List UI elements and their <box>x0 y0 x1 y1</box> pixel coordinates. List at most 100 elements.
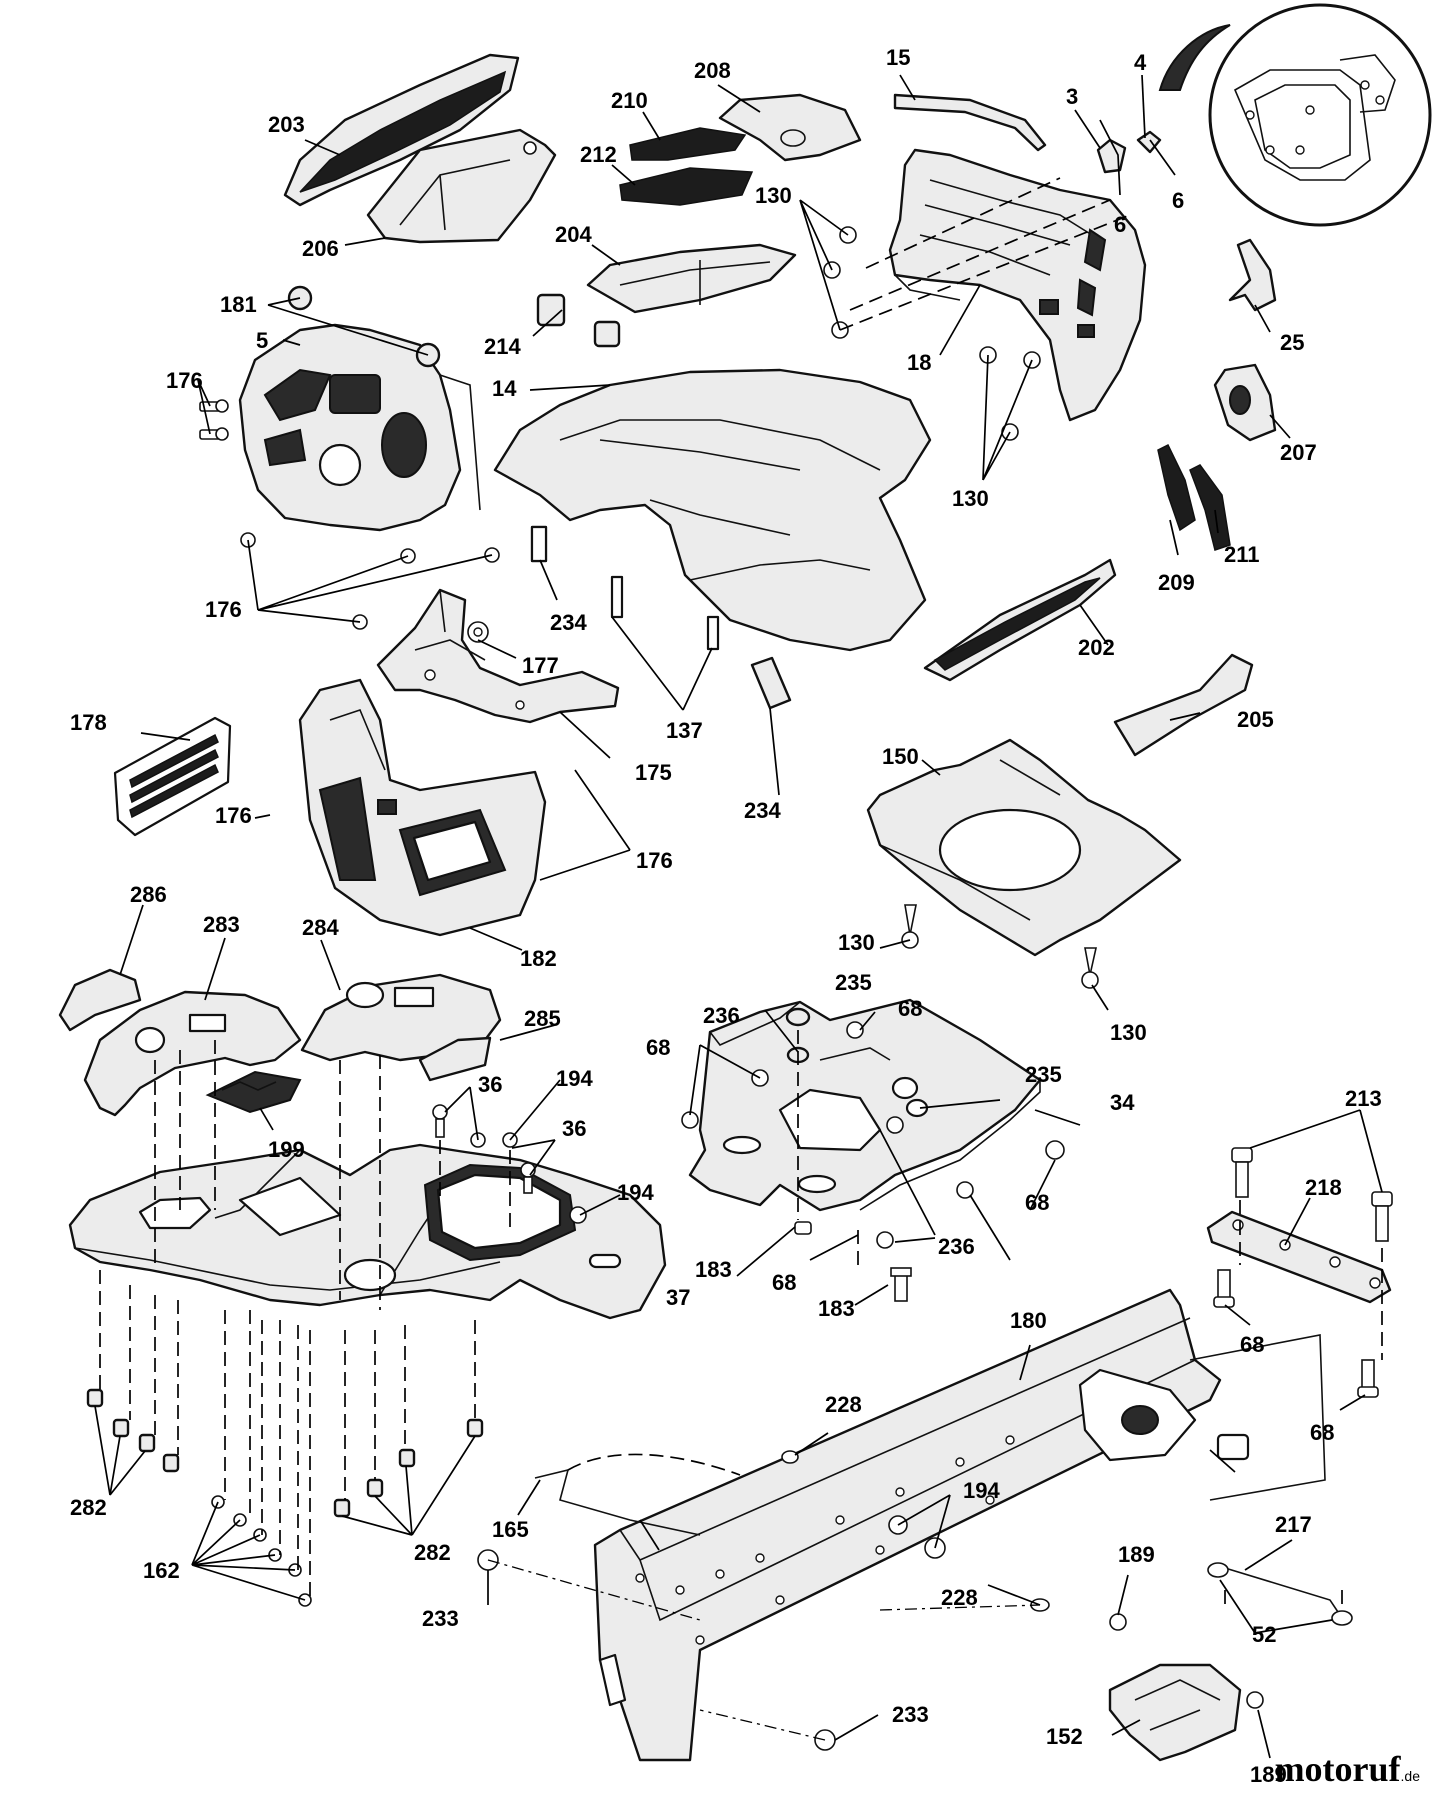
part-178-screen <box>113 716 232 837</box>
callout-203: 203 <box>268 112 305 137</box>
callout-68c: 68 <box>1025 1190 1049 1215</box>
callout-25: 25 <box>1280 330 1304 355</box>
callout-233b: 233 <box>892 1702 929 1727</box>
part-207-housing <box>1213 363 1277 442</box>
callout-204: 204 <box>555 222 592 247</box>
callout-228b: 228 <box>941 1585 978 1610</box>
part-218-bracket <box>1206 1210 1392 1304</box>
part-217-rod <box>1207 1562 1353 1626</box>
callout-218: 218 <box>1305 1175 1342 1200</box>
callout-37: 37 <box>666 1285 690 1310</box>
callout-176d: 176 <box>636 848 673 873</box>
part-284-fender <box>300 973 502 1062</box>
callout-233a: 233 <box>422 1606 459 1631</box>
part-5-dash-panel <box>238 323 481 532</box>
callout-183a: 183 <box>695 1257 732 1282</box>
callout-36a: 36 <box>478 1072 502 1097</box>
callout-236a: 236 <box>703 1003 740 1028</box>
callout-34: 34 <box>1110 1090 1135 1115</box>
callout-199: 199 <box>268 1137 305 1162</box>
callout-194a: 194 <box>556 1066 593 1091</box>
part-212-vent <box>619 167 754 206</box>
callout-234a: 234 <box>550 610 587 635</box>
callout-285: 285 <box>524 1006 561 1031</box>
callout-282a: 282 <box>70 1495 107 1520</box>
callout-5: 5 <box>256 328 268 353</box>
callout-130a: 130 <box>755 183 792 208</box>
part-37-deck <box>68 1143 667 1320</box>
callout-212: 212 <box>580 142 617 167</box>
callout-52: 52 <box>1252 1622 1276 1647</box>
callout-228a: 228 <box>825 1392 862 1417</box>
callout-234b: 234 <box>744 798 781 823</box>
callout-181: 181 <box>220 292 257 317</box>
callout-176c: 176 <box>215 803 252 828</box>
callout-130c: 130 <box>838 930 875 955</box>
part-208-panel <box>718 93 862 162</box>
part-205-shield <box>1113 653 1254 757</box>
callout-211: 211 <box>1224 542 1260 567</box>
part-175-bracket <box>376 588 620 724</box>
callout-194b: 194 <box>617 1180 654 1205</box>
callout-4: 4 <box>1134 50 1147 75</box>
callout-182: 182 <box>520 946 557 971</box>
callout-175: 175 <box>635 760 672 785</box>
callout-214: 214 <box>484 334 521 359</box>
callout-68a: 68 <box>898 996 922 1021</box>
part-213-bolts <box>1213 1147 1393 1398</box>
callout-6a: 6 <box>1114 212 1126 237</box>
callout-206: 206 <box>302 236 339 261</box>
part-4-clip <box>1136 130 1162 154</box>
callout-137: 137 <box>666 718 703 743</box>
callout-205: 205 <box>1237 707 1274 732</box>
part-177-nut <box>467 621 489 643</box>
part-199-lock <box>205 1070 302 1114</box>
callout-235a: 235 <box>835 970 872 995</box>
part-176-screws <box>199 399 500 630</box>
part-152-shield <box>1108 1613 1264 1762</box>
callout-165: 165 <box>492 1517 529 1542</box>
callout-68b: 68 <box>646 1035 670 1060</box>
part-282-clips <box>86 1388 484 1518</box>
callout-207: 207 <box>1280 440 1317 465</box>
callout-213: 213 <box>1345 1086 1382 1111</box>
callout-282b: 282 <box>414 1540 451 1565</box>
part-206-bracket <box>366 128 557 244</box>
callout-3: 3 <box>1066 84 1078 109</box>
callout-208: 208 <box>694 58 731 83</box>
callout-189b: 189 <box>1250 1762 1287 1787</box>
part-285-trim <box>418 1036 492 1082</box>
callout-210: 210 <box>611 88 648 113</box>
callout-130d: 130 <box>1110 1020 1147 1045</box>
part-25-bracket <box>1228 238 1277 312</box>
callout-68e: 68 <box>1240 1332 1264 1357</box>
part-203-grille <box>283 53 520 207</box>
part-150-panel <box>866 738 1182 957</box>
callout-14: 14 <box>492 376 517 401</box>
part-3-clip <box>1096 138 1127 174</box>
callout-18: 18 <box>907 350 931 375</box>
callout-283: 283 <box>203 912 240 937</box>
part-286-cap <box>58 968 142 1032</box>
callout-235b: 235 <box>1025 1062 1062 1087</box>
callout-217: 217 <box>1275 1512 1312 1537</box>
callout-286: 286 <box>130 882 167 907</box>
callout-176b: 176 <box>205 597 242 622</box>
leader-lines <box>94 74 1383 1759</box>
part-165-rod <box>534 1453 741 1536</box>
callout-189a: 189 <box>1118 1542 1155 1567</box>
detail-inset-circle <box>1158 3 1432 227</box>
part-182-pod <box>298 678 547 937</box>
callout-68d: 68 <box>772 1270 796 1295</box>
callout-209: 209 <box>1158 570 1195 595</box>
alignment-lines <box>99 177 1383 1741</box>
callout-202: 202 <box>1078 635 1115 660</box>
part-18-front-shell <box>888 148 1147 422</box>
callout-284: 284 <box>302 915 339 940</box>
callout-180: 180 <box>1010 1308 1047 1333</box>
callout-15: 15 <box>886 45 910 70</box>
part-234-strip-b <box>750 656 792 710</box>
callout-130b: 130 <box>952 486 989 511</box>
callout-176a: 176 <box>166 368 203 393</box>
